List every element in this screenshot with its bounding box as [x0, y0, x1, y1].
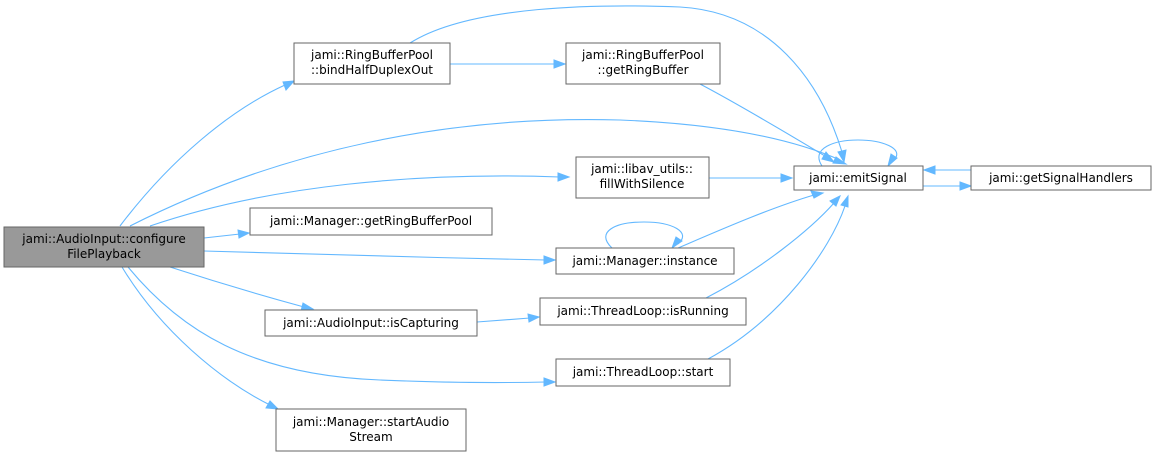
node-getRingBuffer-line2: ::getRingBuffer: [597, 63, 688, 77]
edge-isCapturing-isRunning: [476, 317, 531, 323]
arrowhead-configure-instance: [543, 255, 557, 265]
node-startAudio-line2: Stream: [349, 430, 392, 444]
edge-configure-emitSignal: [129, 119, 841, 227]
arrowhead-instance-emitSignal: [810, 190, 825, 199]
node-configure-line1: jami::AudioInput::configure: [21, 232, 185, 246]
node-isRunning[interactable]: jami::ThreadLoop::isRunning: [539, 297, 747, 326]
node-isCapturing-line1: jami::AudioInput::isCapturing: [282, 316, 459, 330]
node-getSignalHandlers[interactable]: jami::getSignalHandlers: [970, 165, 1152, 191]
arrowhead-configure-bindHalf: [282, 80, 296, 91]
edge-configure-bindHalf: [119, 84, 286, 227]
node-instance-line1: jami::Manager::instance: [571, 254, 717, 268]
arrowhead-emitSignal-self: [887, 153, 898, 168]
node-start-line1: jami::ThreadLoop::start: [572, 365, 714, 379]
arrowhead-emitSignal-getSignalHandlers: [959, 181, 973, 191]
node-bindHalf-line1: jami::RingBufferPool: [310, 48, 433, 62]
edge-getRingBuffer-emitSignal: [699, 83, 826, 157]
arrowhead-configure-start: [543, 377, 557, 387]
node-configure[interactable]: jami::AudioInput::configure FilePlayback: [3, 226, 205, 268]
arrowhead-bindHalf-emitSignal: [837, 149, 847, 164]
edge-isRunning-emitSignal: [705, 202, 835, 299]
nodes-layer: jami::AudioInput::configure FilePlayback…: [3, 42, 1152, 452]
edge-instance-self: [605, 221, 684, 249]
arrowhead-instance-self: [670, 236, 683, 250]
edge-start-emitSignal: [707, 205, 846, 360]
node-getSignalHandlers-line1: jami::getSignalHandlers: [988, 171, 1133, 185]
node-getRingBufferPool[interactable]: jami::Manager::getRingBufferPool: [249, 207, 493, 236]
arrowhead-getRingBuffer-emitSignal: [821, 151, 836, 163]
arrowhead-configure-emitSignal: [832, 156, 848, 165]
arrowhead-isRunning-emitSignal: [829, 194, 841, 207]
node-start[interactable]: jami::ThreadLoop::start: [555, 358, 731, 387]
edge-configure-isCapturing: [169, 266, 305, 308]
node-bindHalf[interactable]: jami::RingBufferPool ::bindHalfDuplexOut: [293, 42, 451, 85]
node-fillWithSilence-line2: fillWithSilence: [600, 177, 685, 191]
arrowhead-fillWithSilence-emitSignal: [780, 173, 794, 183]
node-fillWithSilence-line1: jami::libav_utils::: [590, 162, 693, 176]
arrowhead-configure-startAudio: [265, 400, 280, 410]
edge-configure-instance: [203, 250, 547, 261]
node-getRingBuffer-line1: jami::RingBufferPool: [581, 48, 704, 62]
node-configure-line2: FilePlayback: [67, 247, 141, 261]
node-fillWithSilence[interactable]: jami::libav_utils:: fillWithSilence: [575, 156, 710, 199]
node-emitSignal-line1: jami::emitSignal: [808, 171, 907, 185]
arrowhead-getSignalHandlers-emitSignal: [922, 165, 936, 175]
node-startAudio-line1: jami::Manager::startAudio: [292, 415, 449, 429]
node-getRingBufferPool-line1: jami::Manager::getRingBufferPool: [269, 214, 472, 228]
node-bindHalf-line2: ::bindHalfDuplexOut: [311, 63, 433, 77]
edge-configure-fillWithSilence: [149, 175, 561, 227]
node-instance[interactable]: jami::Manager::instance: [555, 247, 735, 275]
edges-layer: [119, 5, 973, 410]
edge-configure-start: [127, 266, 547, 384]
node-isCapturing[interactable]: jami::AudioInput::isCapturing: [264, 309, 478, 337]
node-emitSignal[interactable]: jami::emitSignal: [793, 165, 924, 191]
arrowhead-configure-fillWithSilence: [557, 172, 571, 182]
node-isRunning-line1: jami::ThreadLoop::isRunning: [556, 304, 728, 318]
node-startAudio[interactable]: jami::Manager::startAudio Stream: [275, 408, 467, 452]
edge-configure-startAudio: [121, 266, 271, 406]
edge-instance-emitSignal: [677, 194, 815, 249]
edge-bindHalf-emitSignal: [409, 5, 843, 153]
edge-configure-getRingBufferPool: [203, 233, 241, 239]
arrowhead-isCapturing-isRunning: [527, 313, 541, 323]
arrowhead-start-emitSignal: [840, 194, 849, 208]
arrowhead-configure-getRingBufferPool: [237, 229, 251, 239]
edge-emitSignal-self: [818, 139, 898, 167]
node-getRingBuffer[interactable]: jami::RingBufferPool ::getRingBuffer: [565, 42, 721, 85]
arrowhead-bindHalf-getRingBuffer: [553, 59, 567, 69]
